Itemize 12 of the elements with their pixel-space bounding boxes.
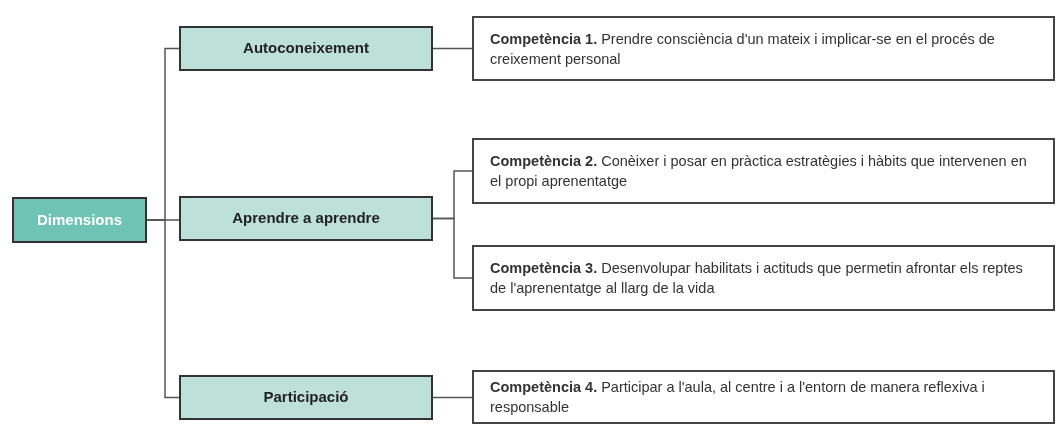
competence-box: Competència 2. Conèixer i posar en pràctica estratègies i hàbits que intervenen en el propi aprenentatge (472, 138, 1055, 204)
dimension-box: Aprendre a aprendre (179, 196, 433, 241)
dimension-box: Autoconeixement (179, 26, 433, 71)
competence-box: Competència 3. Desenvolupar habilitats i actituds que permetin afrontar els reptes de l'aprenentatge al llarg de la vida (472, 245, 1055, 311)
root-box: Dimensions (12, 197, 147, 243)
connector-line (432, 217, 473, 279)
competence-box: Competència 1. Prendre consciència d'un mateix i implicar-se en el procés de creixement personal (472, 16, 1055, 81)
connector-line (146, 219, 180, 399)
connector-line (432, 47, 473, 50)
dimension-box: Participació (179, 375, 433, 420)
competence-box: Competència 4. Participar a l'aula, al centre i a l'entorn de manera reflexiva i responsable (472, 370, 1055, 424)
connector-line (432, 396, 473, 399)
